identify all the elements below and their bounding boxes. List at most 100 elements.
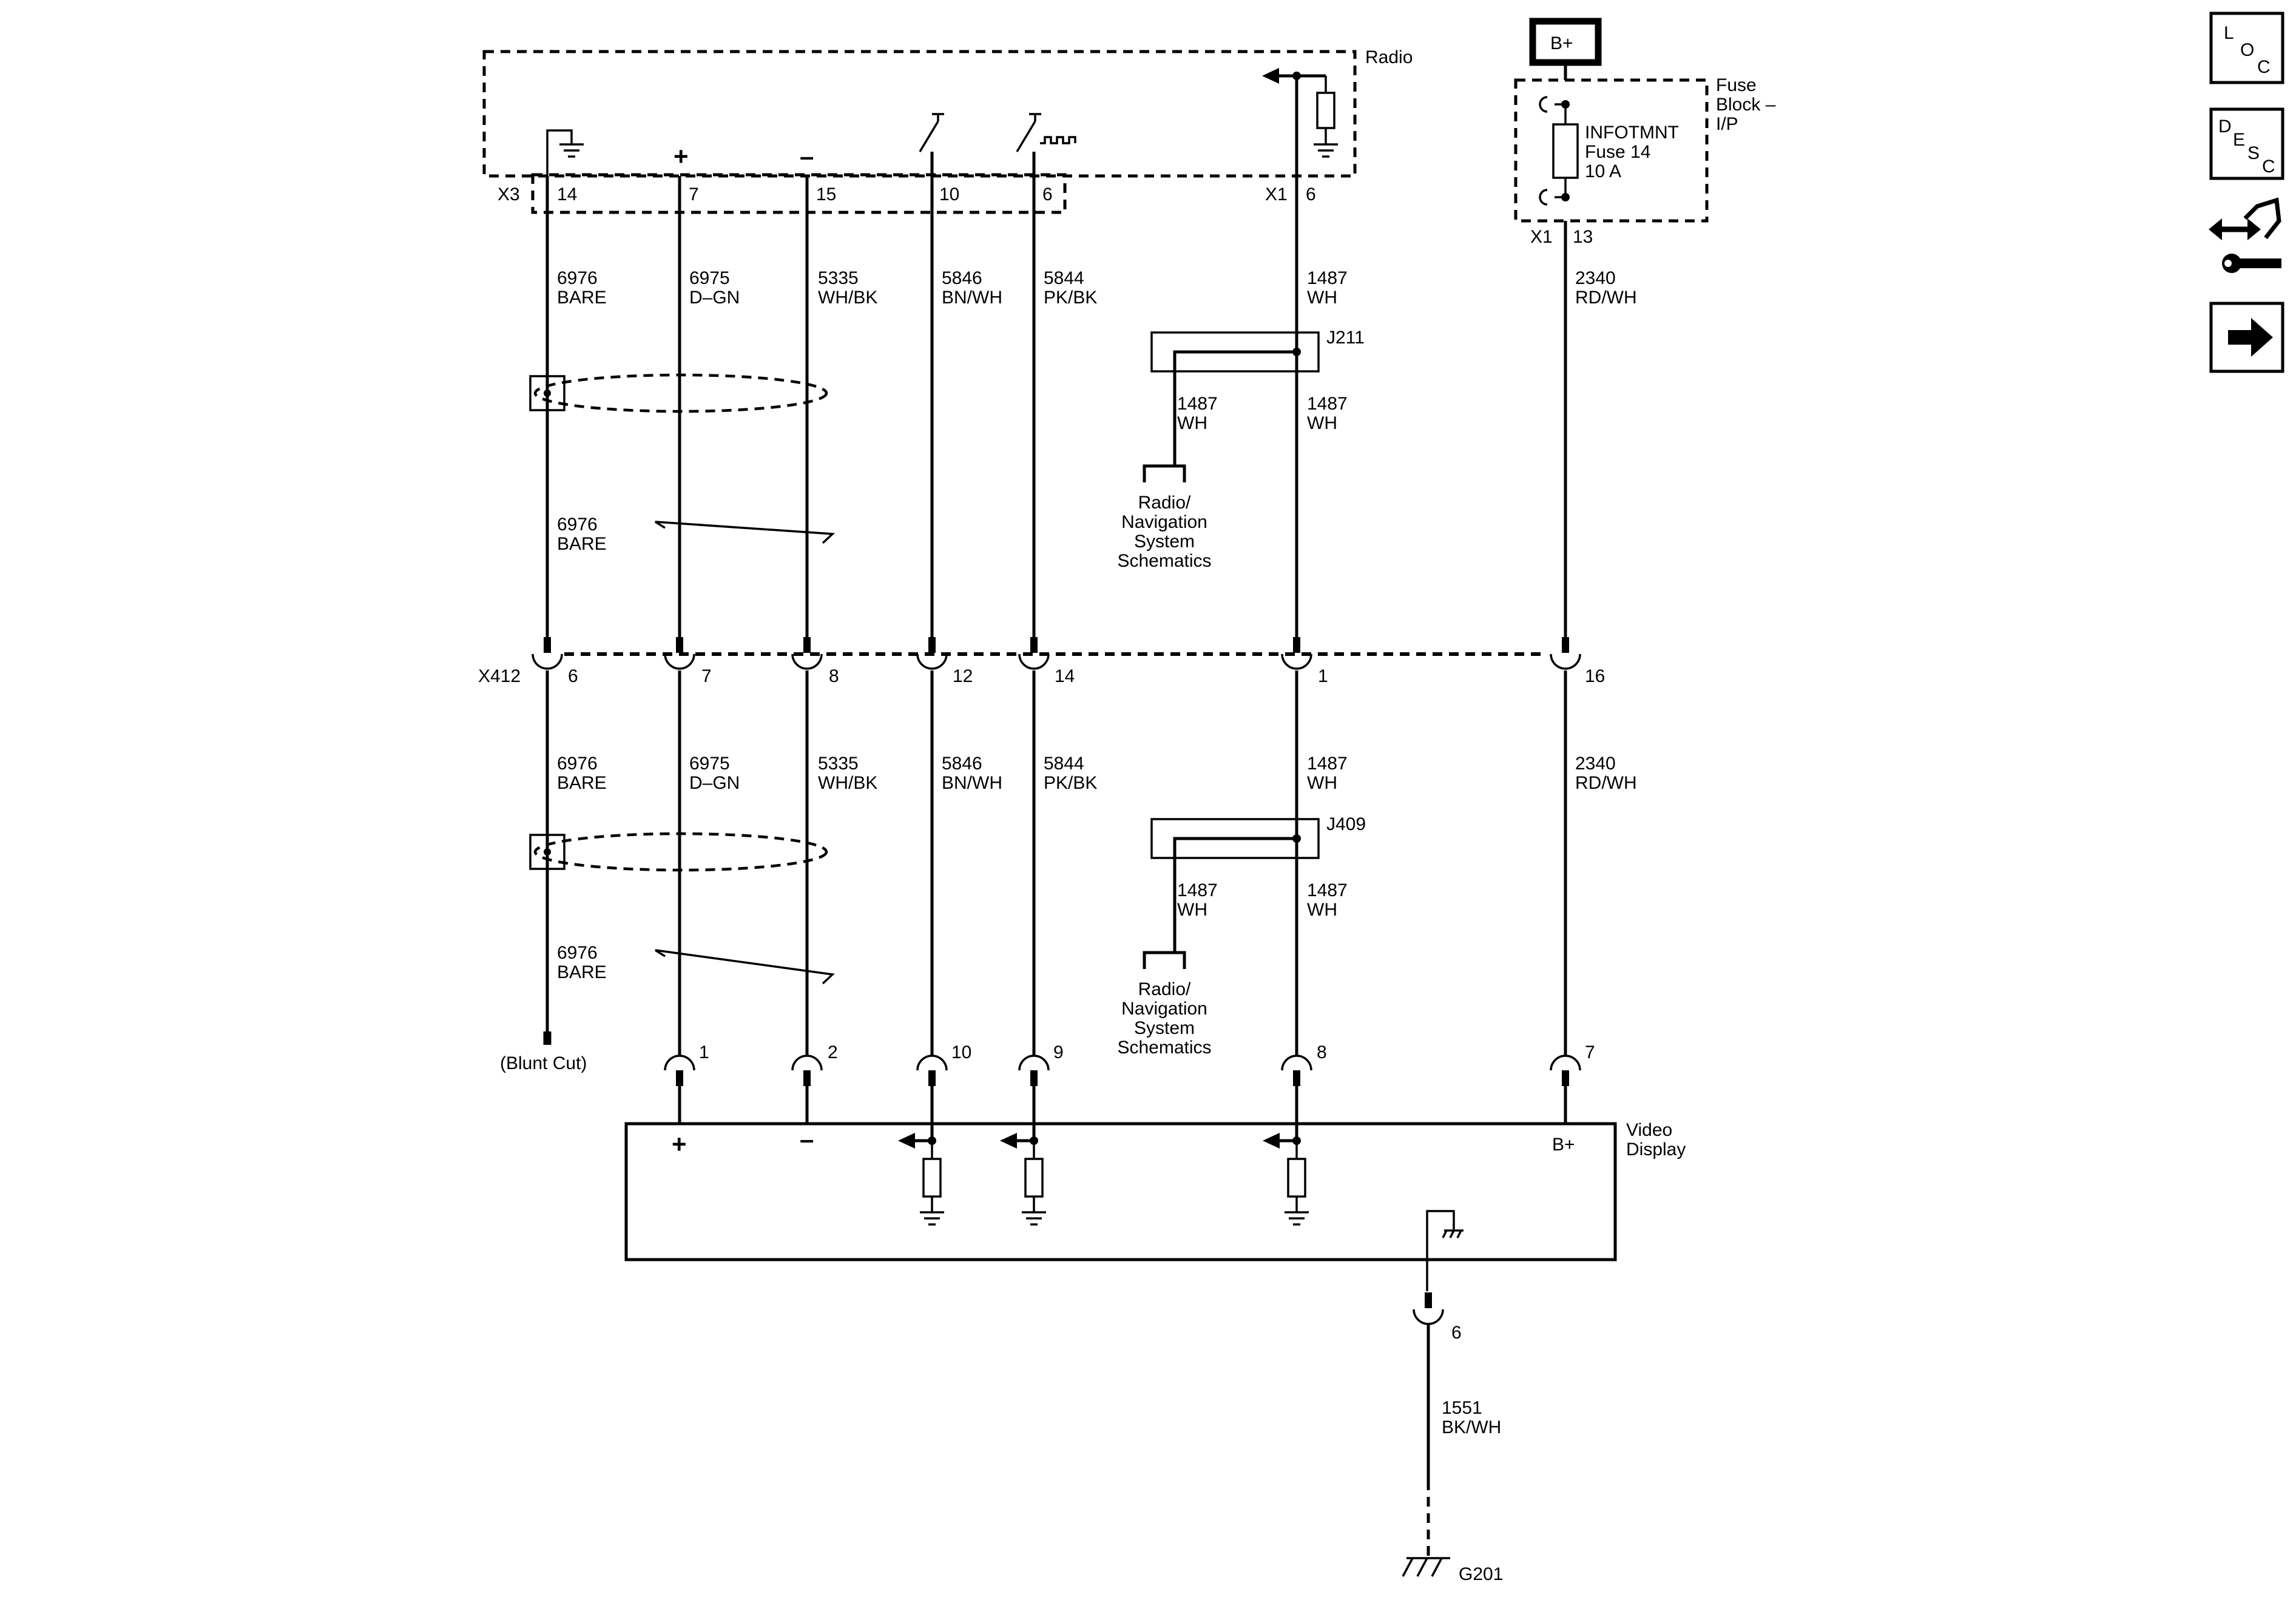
loc-button[interactable]: L O C [2209, 12, 2284, 84]
loc-letter: L [2224, 23, 2234, 43]
radio-plus-sign: + [674, 142, 689, 170]
connector-x3: X3 14 7 15 10 6 [498, 173, 1067, 214]
fuse-block-label: I/P [1716, 114, 1738, 134]
connector-tool-icon [2209, 197, 2281, 273]
wire-color: WH [1307, 773, 1337, 793]
loc-letter: O [2240, 40, 2254, 60]
wire-color: PK/BK [1044, 288, 1097, 308]
splice-j409: J409 1487 WH 1487 WH Radio/ Navigation S… [1117, 814, 1366, 1058]
wire-color: WH [1177, 413, 1207, 433]
fuse-block: B+ Fuse Block – I/P INFOTMNT Fuse 14 10 … [1514, 18, 1776, 247]
wire-circuit: 5844 [1044, 268, 1084, 288]
lower-shield: 6976 BARE [529, 832, 835, 985]
connector-x1-label: X1 [1265, 184, 1288, 204]
pin-label: 13 [1573, 227, 1593, 247]
pin-label: 8 [1317, 1042, 1327, 1062]
wire-color: RD/WH [1575, 288, 1637, 308]
radio-minus-sign: – [800, 142, 814, 170]
desc-letter: S [2247, 143, 2260, 163]
fuse-icon [1552, 123, 1579, 179]
display-plus-sign: + [672, 1130, 687, 1158]
pin-label: 1 [699, 1042, 709, 1062]
battery-label: B+ [1550, 33, 1573, 53]
pin-label: 15 [816, 184, 836, 204]
wire-circuit: 2340 [1575, 268, 1616, 288]
video-display-component: Video Display + – B+ [624, 1120, 1686, 1291]
display-minus-sign: – [800, 1125, 814, 1153]
reference-label: Schematics [1117, 1038, 1211, 1058]
pin-label: 14 [1055, 666, 1075, 686]
pin-label: 8 [829, 666, 839, 686]
arrow-right-icon [2228, 318, 2273, 357]
fuse-label: Fuse 14 [1585, 142, 1650, 162]
drain-color: BARE [557, 962, 607, 982]
pin-label: 6 [1306, 184, 1316, 204]
connector-end-view-button[interactable] [2209, 197, 2281, 273]
pin-label: 7 [1585, 1042, 1595, 1062]
pin-label: 2 [828, 1042, 838, 1062]
pin-label: 7 [689, 184, 699, 204]
blunt-cut-label: (Blunt Cut) [500, 1053, 587, 1073]
video-display-connector: 1 2 10 9 8 7 [664, 1042, 1595, 1141]
wire-circuit: 1487 [1177, 394, 1218, 414]
ground-icon [546, 129, 584, 194]
fuse-block-label: Block – [1716, 95, 1776, 115]
resistor-icon [1263, 1133, 1309, 1226]
desc-button[interactable]: D E S C [2209, 107, 2284, 180]
pin-label: 7 [701, 666, 712, 686]
pin-label: 10 [939, 184, 959, 204]
wire-circuit: 5335 [818, 754, 859, 774]
lower-wire-labels: 6976 BARE 6975 D–GN 5335 WH/BK 5846 BN/W… [557, 754, 1637, 793]
wire-circuit: 6976 [557, 268, 598, 288]
pin-label: 6 [1451, 1323, 1462, 1343]
switch-pulse-icon [1016, 113, 1076, 152]
fuse-label: 10 A [1585, 161, 1621, 181]
fuse-label: INFOTMNT [1585, 123, 1679, 143]
connector-x412: X412 6 7 8 12 14 1 16 [478, 637, 1605, 686]
ground-circuit: 6 1551 BK/WH G201 [1402, 1292, 1503, 1584]
desc-letter: D [2218, 116, 2232, 137]
video-display-label: Video [1626, 1120, 1672, 1140]
drain-circuit: 6976 [557, 943, 598, 963]
wire-color: BARE [557, 773, 607, 793]
pin-label: 14 [557, 184, 577, 204]
wire-circuit: 1487 [1307, 394, 1348, 414]
splice-label: J211 [1326, 328, 1365, 348]
ground-label: G201 [1459, 1564, 1503, 1584]
pin-label: 16 [1585, 666, 1605, 686]
wire-circuit: 6976 [557, 754, 598, 774]
pin-label: 10 [951, 1042, 971, 1062]
reference-label: Radio/ [1138, 979, 1191, 999]
wire-color: WH [1177, 900, 1207, 920]
wire-color: RD/WH [1575, 773, 1637, 793]
wire-color: BARE [557, 288, 607, 308]
splice-j211: J211 1487 WH 1487 WH Radio/ Navigation S… [1117, 328, 1364, 571]
next-page-button[interactable] [2209, 302, 2284, 373]
wire-circuit: 6975 [689, 754, 730, 774]
drain-color: BARE [557, 534, 607, 554]
resistor-icon [898, 1133, 944, 1226]
reference-label: Schematics [1117, 551, 1211, 571]
loc-letter: C [2257, 57, 2271, 77]
wire-color: BN/WH [942, 288, 1002, 308]
connector-pin-icon [532, 637, 1581, 670]
wire-color: BN/WH [942, 773, 1002, 793]
desc-letter: C [2262, 157, 2275, 177]
desc-letter: E [2233, 130, 2245, 150]
reference-label: System [1134, 532, 1195, 552]
connector-x1-label: X1 [1530, 227, 1553, 247]
pin-label: 9 [1053, 1042, 1064, 1062]
switch-icon [919, 113, 944, 152]
reference-label: Navigation [1121, 512, 1207, 532]
video-display-label: Display [1626, 1139, 1686, 1160]
connector-radio-x1: X1 6 [1265, 184, 1316, 204]
twisted-pair-icon [655, 521, 836, 544]
wire-circuit: 1487 [1177, 880, 1218, 900]
pin-label: 6 [568, 666, 578, 686]
wire-circuit: 1487 [1307, 754, 1348, 774]
radio-component: Radio + – [482, 47, 1413, 194]
wire-circuit: 5844 [1044, 754, 1084, 774]
upper-shield: 6976 BARE [529, 373, 836, 554]
wire-circuit: 1487 [1307, 268, 1348, 288]
wire-color: PK/BK [1044, 773, 1097, 793]
